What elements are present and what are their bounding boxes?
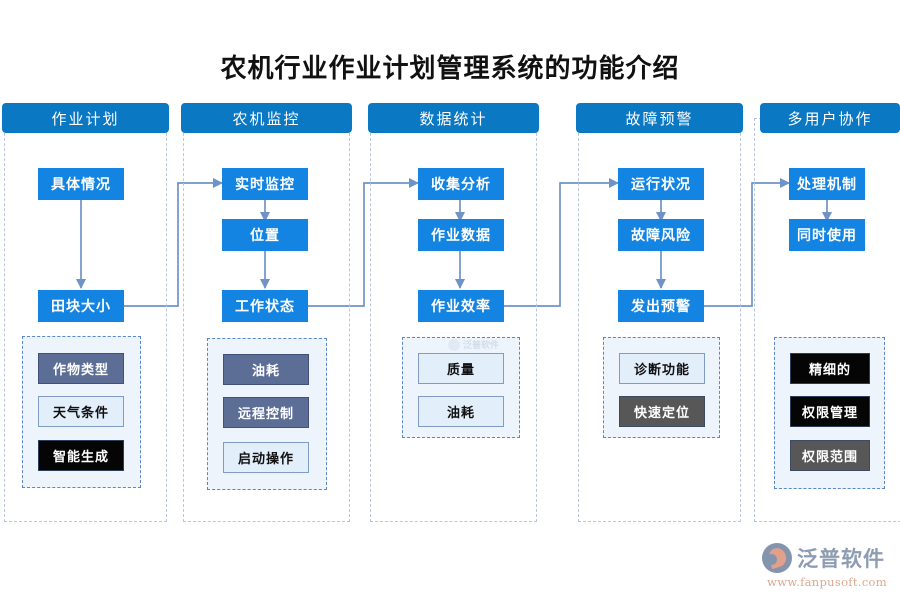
- brand-url: www.fanpusoft.com: [767, 575, 887, 589]
- column-header-fault-warning[interactable]: 故障预警: [576, 103, 743, 133]
- node-operation-data[interactable]: 作业数据: [418, 219, 504, 251]
- chip-quick-positioning[interactable]: 快速定位: [619, 396, 705, 427]
- brand-logo: 泛普软件 www.fanpusoft.com: [762, 543, 892, 591]
- chip-remote-control[interactable]: 远程控制: [223, 397, 309, 428]
- node-processing-mechanism[interactable]: 处理机制: [789, 168, 865, 200]
- node-simultaneous-use[interactable]: 同时使用: [789, 219, 865, 251]
- column-header-data-statistics[interactable]: 数据统计: [368, 103, 539, 133]
- chip-smart-generation[interactable]: 智能生成: [38, 440, 124, 471]
- chip-permission-scope[interactable]: 权限范围: [790, 440, 870, 471]
- chip-crop-type[interactable]: 作物类型: [38, 353, 124, 384]
- node-field-size[interactable]: 田块大小: [38, 290, 124, 322]
- node-operation-efficiency[interactable]: 作业效率: [418, 290, 504, 322]
- chip-quality[interactable]: 质量: [418, 353, 504, 384]
- node-specific-situation[interactable]: 具体情况: [38, 168, 124, 200]
- chip-fine-grained[interactable]: 精细的: [790, 353, 870, 384]
- node-fault-risk[interactable]: 故障风险: [618, 219, 704, 251]
- page-title: 农机行业作业计划管理系统的功能介绍: [220, 54, 680, 84]
- column-header-multiuser-collab[interactable]: 多用户协作: [760, 103, 900, 133]
- watermark-ring-icon: [448, 338, 460, 351]
- column-header-machine-monitor[interactable]: 农机监控: [181, 103, 352, 133]
- chip-weather-condition[interactable]: 天气条件: [38, 396, 124, 427]
- watermark-inline: 泛普软件: [448, 338, 499, 351]
- chip-start-operation[interactable]: 启动操作: [223, 442, 309, 473]
- chip-permission-management[interactable]: 权限管理: [790, 396, 870, 427]
- node-issue-warning[interactable]: 发出预警: [618, 290, 704, 322]
- chip-fuel-consumption-monitor[interactable]: 油耗: [223, 354, 309, 385]
- column-header-operation-plan[interactable]: 作业计划: [2, 103, 169, 133]
- node-location[interactable]: 位置: [222, 219, 308, 251]
- fanpu-logo-icon: [762, 543, 792, 573]
- watermark-text: 泛普软件: [463, 340, 500, 350]
- node-realtime-monitoring[interactable]: 实时监控: [222, 168, 308, 200]
- node-collect-analysis[interactable]: 收集分析: [418, 168, 504, 200]
- chip-fuel-consumption-stat[interactable]: 油耗: [418, 396, 504, 427]
- node-running-condition[interactable]: 运行状况: [618, 168, 704, 200]
- chip-diagnostic-function[interactable]: 诊断功能: [619, 353, 705, 384]
- node-working-status[interactable]: 工作状态: [222, 290, 308, 322]
- brand-name: 泛普软件: [797, 547, 885, 571]
